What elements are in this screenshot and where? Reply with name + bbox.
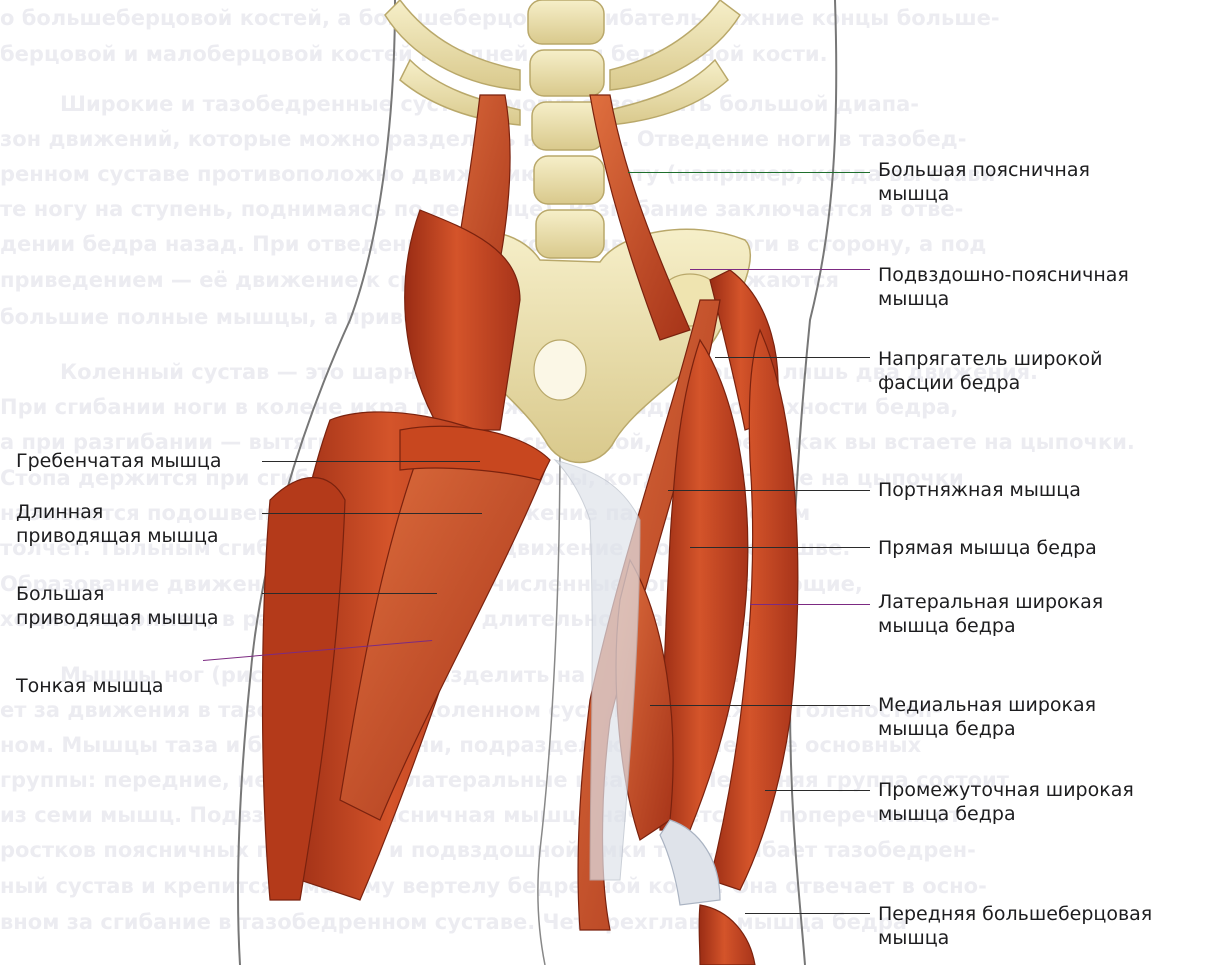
leader-line-tibialis-anterior <box>745 913 870 914</box>
leader-line-iliopsoas <box>690 269 870 270</box>
leader-line-vastus-intermedius <box>765 790 870 791</box>
body-outline-inner <box>538 440 560 965</box>
leader-line-psoas-major <box>628 172 870 173</box>
leader-line-rectus-femoris <box>690 547 870 548</box>
leader-line-sartorius <box>668 490 870 491</box>
right-patella-tendon <box>660 820 720 905</box>
leader-line-tensor-fasciae-latae <box>715 357 870 358</box>
label-gracilis: Тонкая мышца <box>16 674 164 698</box>
obturator-foramen <box>534 340 586 400</box>
lumbar-spine <box>528 0 604 258</box>
leader-line-pectineus <box>262 461 480 462</box>
label-sartorius: Портняжная мышца <box>878 478 1081 502</box>
right-tibialis-anterior <box>699 905 755 965</box>
left-thigh-muscles <box>263 95 551 900</box>
leader-line-vastus-lateralis <box>750 604 870 605</box>
leader-line-adductor-longus <box>262 513 482 514</box>
leader-line-vastus-medialis <box>650 705 870 706</box>
body-outline-right <box>790 0 836 965</box>
fascia-lata <box>555 460 640 880</box>
label-rectus-femoris: Прямая мышца бедра <box>878 536 1097 560</box>
leader-line-adductor-magnus <box>262 593 437 594</box>
label-pectineus: Гребенчатая мышца <box>16 449 222 473</box>
